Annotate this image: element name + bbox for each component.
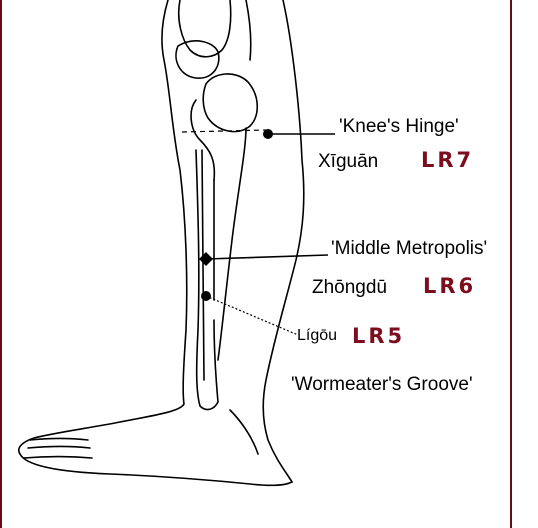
lr6-english-name: 'Middle Metropolis'	[331, 239, 487, 258]
ankle-detail	[230, 410, 258, 454]
lr7-pinyin: Xīguān	[318, 152, 378, 171]
foot-sole	[20, 454, 292, 485]
femur-line	[246, 0, 251, 60]
point-lr5	[201, 291, 211, 301]
patella	[176, 41, 219, 78]
lr7-code: LR7	[421, 150, 474, 171]
fibula	[218, 128, 246, 360]
lr5-pinyin: Lígōu	[297, 328, 337, 344]
tibia-inner	[202, 150, 214, 380]
lr7-english-name: 'Knee's Hinge'	[339, 117, 459, 136]
toe-lines	[24, 439, 92, 459]
leader-lr5	[206, 296, 298, 335]
lr5-code: LR5	[352, 326, 405, 347]
lr5-english-name: 'Wormeater's Groove'	[291, 375, 473, 394]
shin-outline	[19, 0, 187, 454]
leader-lr6	[206, 255, 328, 259]
point-lr6	[199, 252, 213, 266]
femur	[179, 0, 231, 57]
point-lr7	[263, 129, 273, 139]
lr6-pinyin: Zhōngdū	[312, 278, 387, 297]
calf-outline	[263, 0, 304, 482]
knee-cap	[203, 74, 257, 132]
lr6-code: LR6	[423, 276, 476, 297]
